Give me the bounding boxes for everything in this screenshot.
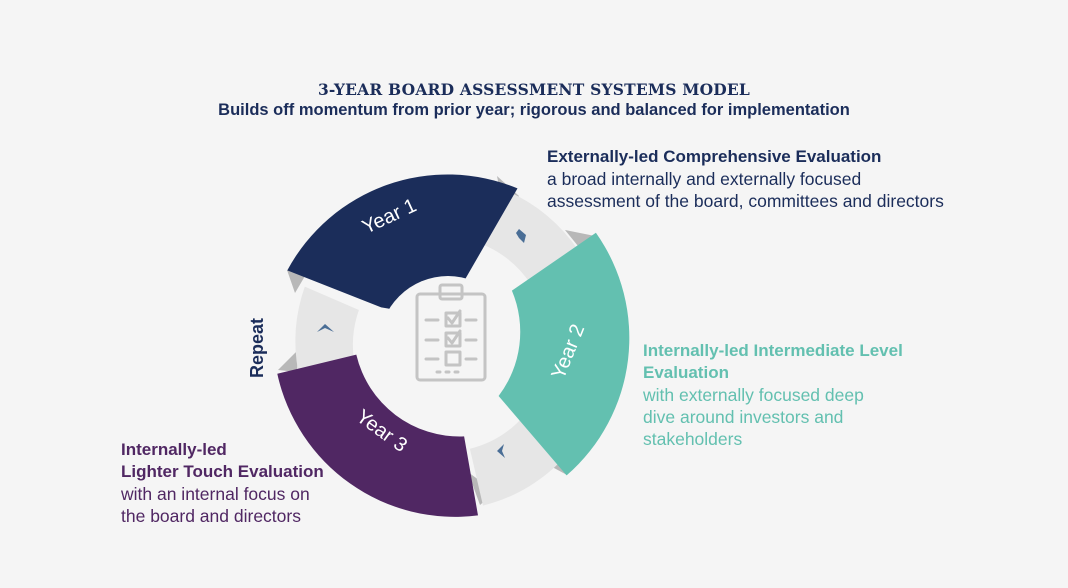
chevron-right-icon xyxy=(516,229,526,243)
diagram-subtitle: Builds off momentum from prior year; rig… xyxy=(218,101,850,119)
year2-line1: with externally focused deep xyxy=(643,385,864,405)
clipboard-checklist-icon xyxy=(415,283,487,382)
year3-description: Internally-led Lighter Touch Evaluation … xyxy=(121,439,351,527)
repeat-label: Repeat xyxy=(247,318,267,378)
chevron-down-icon xyxy=(497,444,505,458)
year1-line1: a broad internally and externally focuse… xyxy=(547,169,862,189)
chevron-up-icon xyxy=(317,324,334,332)
year2-heading-2: Evaluation xyxy=(643,363,729,382)
year1-segment xyxy=(287,174,518,332)
year1-description: Externally-led Comprehensive Evaluation … xyxy=(547,146,944,212)
year3-segment xyxy=(277,354,478,517)
year2-description: Internally-led Intermediate Level Evalua… xyxy=(643,340,903,450)
year2-heading-1: Internally-led Intermediate Level xyxy=(643,341,903,360)
year1-heading: Externally-led Comprehensive Evaluation xyxy=(547,147,882,166)
connector-top-right xyxy=(484,190,579,284)
year3-line2: the board and directors xyxy=(121,506,301,526)
year3-heading-1: Internally-led xyxy=(121,440,227,459)
connector-left xyxy=(295,286,359,373)
year3-line1: with an internal focus on xyxy=(121,484,310,504)
year2-line3: stakeholders xyxy=(643,429,743,449)
year2-line2: dive around investors and xyxy=(643,407,844,427)
year3-heading-2: Lighter Touch Evaluation xyxy=(121,462,324,481)
year2-segment xyxy=(498,232,630,476)
diagram-title: 3-YEAR BOARD ASSESSMENT SYSTEMS MODEL xyxy=(317,80,751,99)
year1-line2: assessment of the board, committees and … xyxy=(547,191,944,211)
